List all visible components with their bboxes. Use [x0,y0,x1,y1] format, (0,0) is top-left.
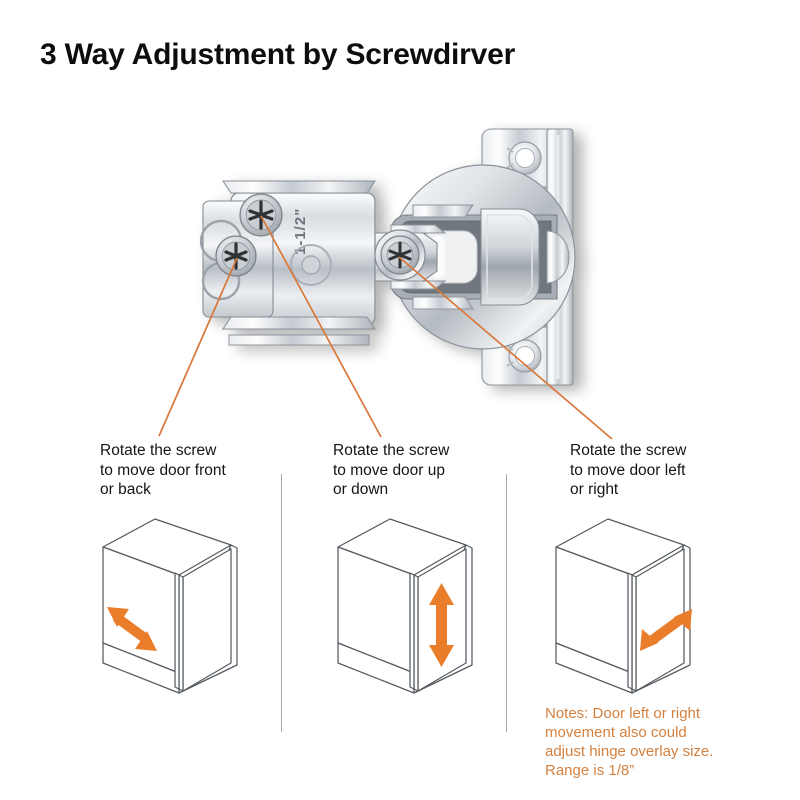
screw-up-down [239,193,283,237]
page-title: 3 Way Adjustment by Screwdirver [40,38,516,71]
caption-left-right: Rotate the screw to move door left or ri… [570,442,687,498]
hinge-product-image: 1-1/2" [195,105,635,405]
screw-left-right [374,229,426,281]
caption-up-down: Rotate the screw to move door up or down [333,442,450,498]
arrow-up-down-icon [429,583,454,667]
notes-text: Notes: Door left or right movement also … [545,705,714,779]
caption-front-back: Rotate the screw to move door front or b… [100,442,226,498]
screw-front-back [215,235,257,277]
arrow-front-back-icon [107,607,157,651]
cabinet-diagram-up-down [330,515,495,705]
cabinet-diagram-front-back [95,515,260,705]
arrow-left-right-icon [640,609,692,651]
column-divider-right [506,474,507,732]
cabinet-diagram-left-right [548,515,713,705]
column-divider-left [281,474,282,732]
